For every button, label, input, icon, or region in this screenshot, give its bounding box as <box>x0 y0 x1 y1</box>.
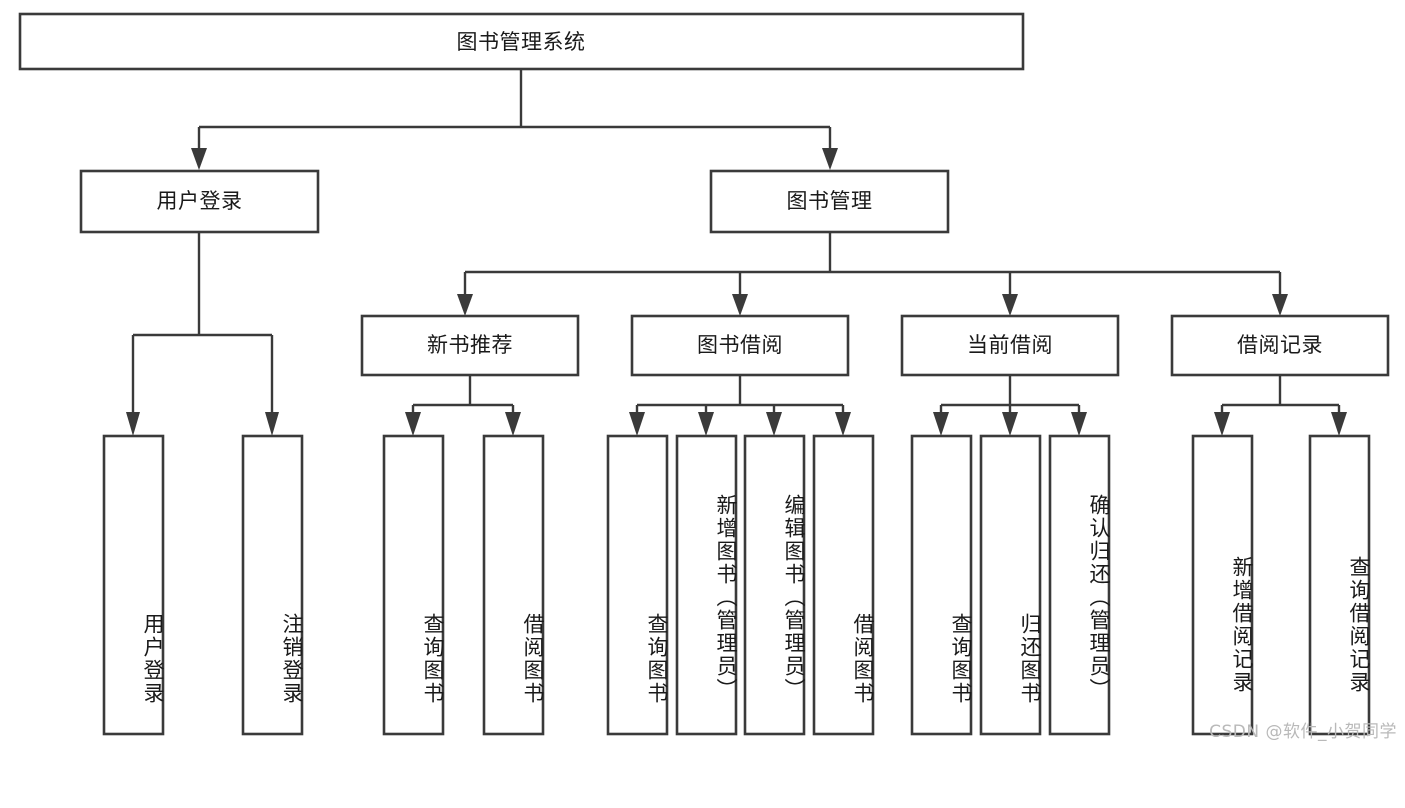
arrowhead-new-book-recommend <box>457 294 473 316</box>
node-user-login[interactable]: 用户登录 <box>79 169 320 234</box>
arrowhead-leaf-user-login <box>126 412 140 436</box>
flowchart-svg: 图书管理系统 用户登录 图书管理 <box>18 12 1390 736</box>
node-new-book-recommend-box <box>360 314 580 377</box>
leaf-box-br-add-record[interactable] <box>1191 434 1254 736</box>
arrowhead-bb-leaf-2 <box>698 412 714 436</box>
leaf-box-bb-query-book[interactable] <box>606 434 669 736</box>
leaf-box-cb-query-book[interactable] <box>910 434 973 736</box>
leaf-box-bb-add-book[interactable] <box>675 434 738 736</box>
arrowhead-br-leaf-1 <box>1214 412 1230 436</box>
arrowhead-nbr-leaf-2 <box>505 412 521 436</box>
node-root-book-management-system[interactable]: 图书管理系统 <box>18 12 1025 71</box>
leaf-box-cb-confirm-return[interactable] <box>1048 434 1111 736</box>
node-current-borrow-box <box>900 314 1120 377</box>
arrowhead-borrow-records <box>1272 294 1288 316</box>
node-book-management-box <box>709 169 950 234</box>
node-book-borrow-box <box>630 314 850 377</box>
arrowhead-cb-leaf-1 <box>933 412 949 436</box>
arrowhead-bb-leaf-1 <box>629 412 645 436</box>
leaf-box-cb-return-book[interactable] <box>979 434 1042 736</box>
arrowhead-current-borrow <box>1002 294 1018 316</box>
node-borrow-records[interactable]: 借阅记录 <box>1170 314 1390 377</box>
arrowhead-br-leaf-2 <box>1331 412 1347 436</box>
arrowhead-cb-leaf-2 <box>1002 412 1018 436</box>
arrowhead-bb-leaf-3 <box>766 412 782 436</box>
leaf-box-br-query-record[interactable] <box>1308 434 1371 736</box>
node-current-borrow-label: 当前借阅 <box>967 333 1053 357</box>
node-root-label: 图书管理系统 <box>457 30 586 54</box>
node-book-management[interactable]: 图书管理 <box>709 169 950 234</box>
node-new-book-recommend-label: 新书推荐 <box>427 333 513 357</box>
arrowhead-bb-leaf-4 <box>835 412 851 436</box>
leaf-box-bb-edit-book[interactable] <box>743 434 806 736</box>
node-root-box <box>18 12 1025 71</box>
node-book-borrow[interactable]: 图书借阅 <box>630 314 850 377</box>
node-book-management-label: 图书管理 <box>787 189 873 213</box>
arrowhead-book-borrow <box>732 294 748 316</box>
arrowhead-cb-leaf-3 <box>1071 412 1087 436</box>
node-borrow-records-box <box>1170 314 1390 377</box>
arrowhead-nbr-leaf-1 <box>405 412 421 436</box>
node-book-borrow-label: 图书借阅 <box>697 333 783 357</box>
arrowhead-user-login <box>191 148 207 170</box>
leaf-box-nbr-borrow-book[interactable] <box>482 434 545 736</box>
arrowhead-book-management <box>822 148 838 170</box>
node-borrow-records-label: 借阅记录 <box>1237 333 1323 357</box>
leaf-box-user-login[interactable] <box>102 434 165 736</box>
node-user-login-label: 用户登录 <box>157 189 243 213</box>
node-current-borrow[interactable]: 当前借阅 <box>900 314 1120 377</box>
arrowhead-leaf-logout <box>265 412 279 436</box>
leaf-box-bb-borrow-book[interactable] <box>812 434 875 736</box>
node-new-book-recommend[interactable]: 新书推荐 <box>360 314 580 377</box>
csdn-watermark: CSDN @软件_小贺同学 <box>1209 722 1397 742</box>
leaf-box-logout[interactable] <box>241 434 304 736</box>
flowchart-canvas: 图书管理系统 用户登录 图书管理 <box>18 12 1397 742</box>
leaf-box-nbr-query-book[interactable] <box>382 434 445 736</box>
